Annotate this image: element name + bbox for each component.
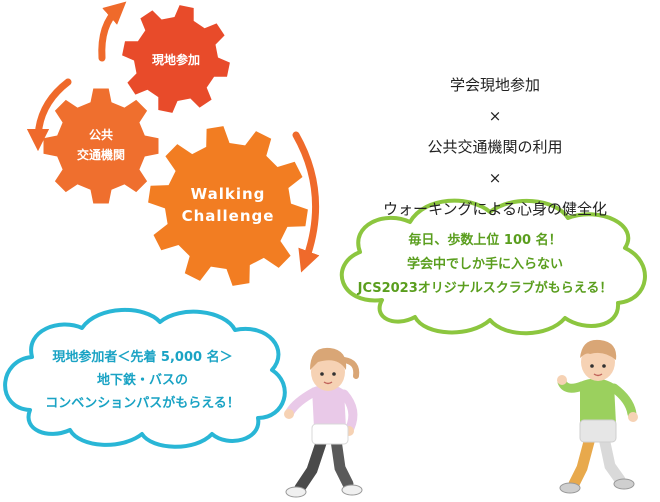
cloud-left-line-2: 地下鉄・バスの	[96, 373, 188, 388]
gear-left-icon: 公共 交通機関	[43, 88, 159, 204]
gear-top-label: 現地参加	[152, 52, 200, 67]
gear-big-label-2: Challenge	[182, 207, 275, 225]
theme-times-1: ×	[488, 107, 502, 125]
cloud-left-line-1: 現地参加者＜先着 5,000 名＞	[52, 350, 233, 365]
cloud-left-line-3: コンベンションパスがもらえる！	[45, 396, 240, 411]
cloud-right-line-3: JCS2023オリジナルスクラブがもらえる！	[357, 281, 613, 296]
gear-big-label-1: Walking	[191, 185, 266, 203]
cloud-right-line-1: 毎日、歩数上位 100 名！	[408, 233, 562, 248]
cloud-left-text: 現地参加者＜先着 5,000 名＞ 地下鉄・バスの コンベンションパスがもらえる…	[10, 346, 275, 415]
cloud-right-line-2: 学会中でしか手に入らない	[406, 257, 563, 272]
theme-text: 学会現地参加 × 公共交通機関の利用 × ウォーキングによる心身の健全化	[330, 70, 660, 225]
arrow-left	[26, 78, 72, 152]
cloud-right-shape	[339, 198, 647, 336]
arrow-top	[98, 1, 127, 62]
gear-big-icon: Walking Challenge	[148, 126, 308, 286]
theme-line-2: 公共交通機関の利用	[427, 138, 563, 156]
walking-woman-icon	[284, 347, 363, 498]
theme-times-2: ×	[488, 169, 502, 187]
theme-line-3: ウォーキングによる心身の健全化	[382, 200, 608, 218]
walking-man-icon	[557, 339, 638, 494]
theme-line-1: 学会現地参加	[449, 76, 540, 94]
gear-left-label-1: 公共	[89, 127, 113, 142]
arrow-right	[292, 131, 320, 273]
cloud-right-text: 毎日、歩数上位 100 名！ 学会中でしか手に入らない JCS2023オリジナル…	[335, 229, 635, 301]
cloud-left-shape	[3, 308, 287, 449]
gear-top-icon: 現地参加	[122, 5, 230, 113]
gear-left-label-2: 交通機関	[77, 147, 125, 162]
cycle-arrow-icon	[26, 1, 320, 273]
